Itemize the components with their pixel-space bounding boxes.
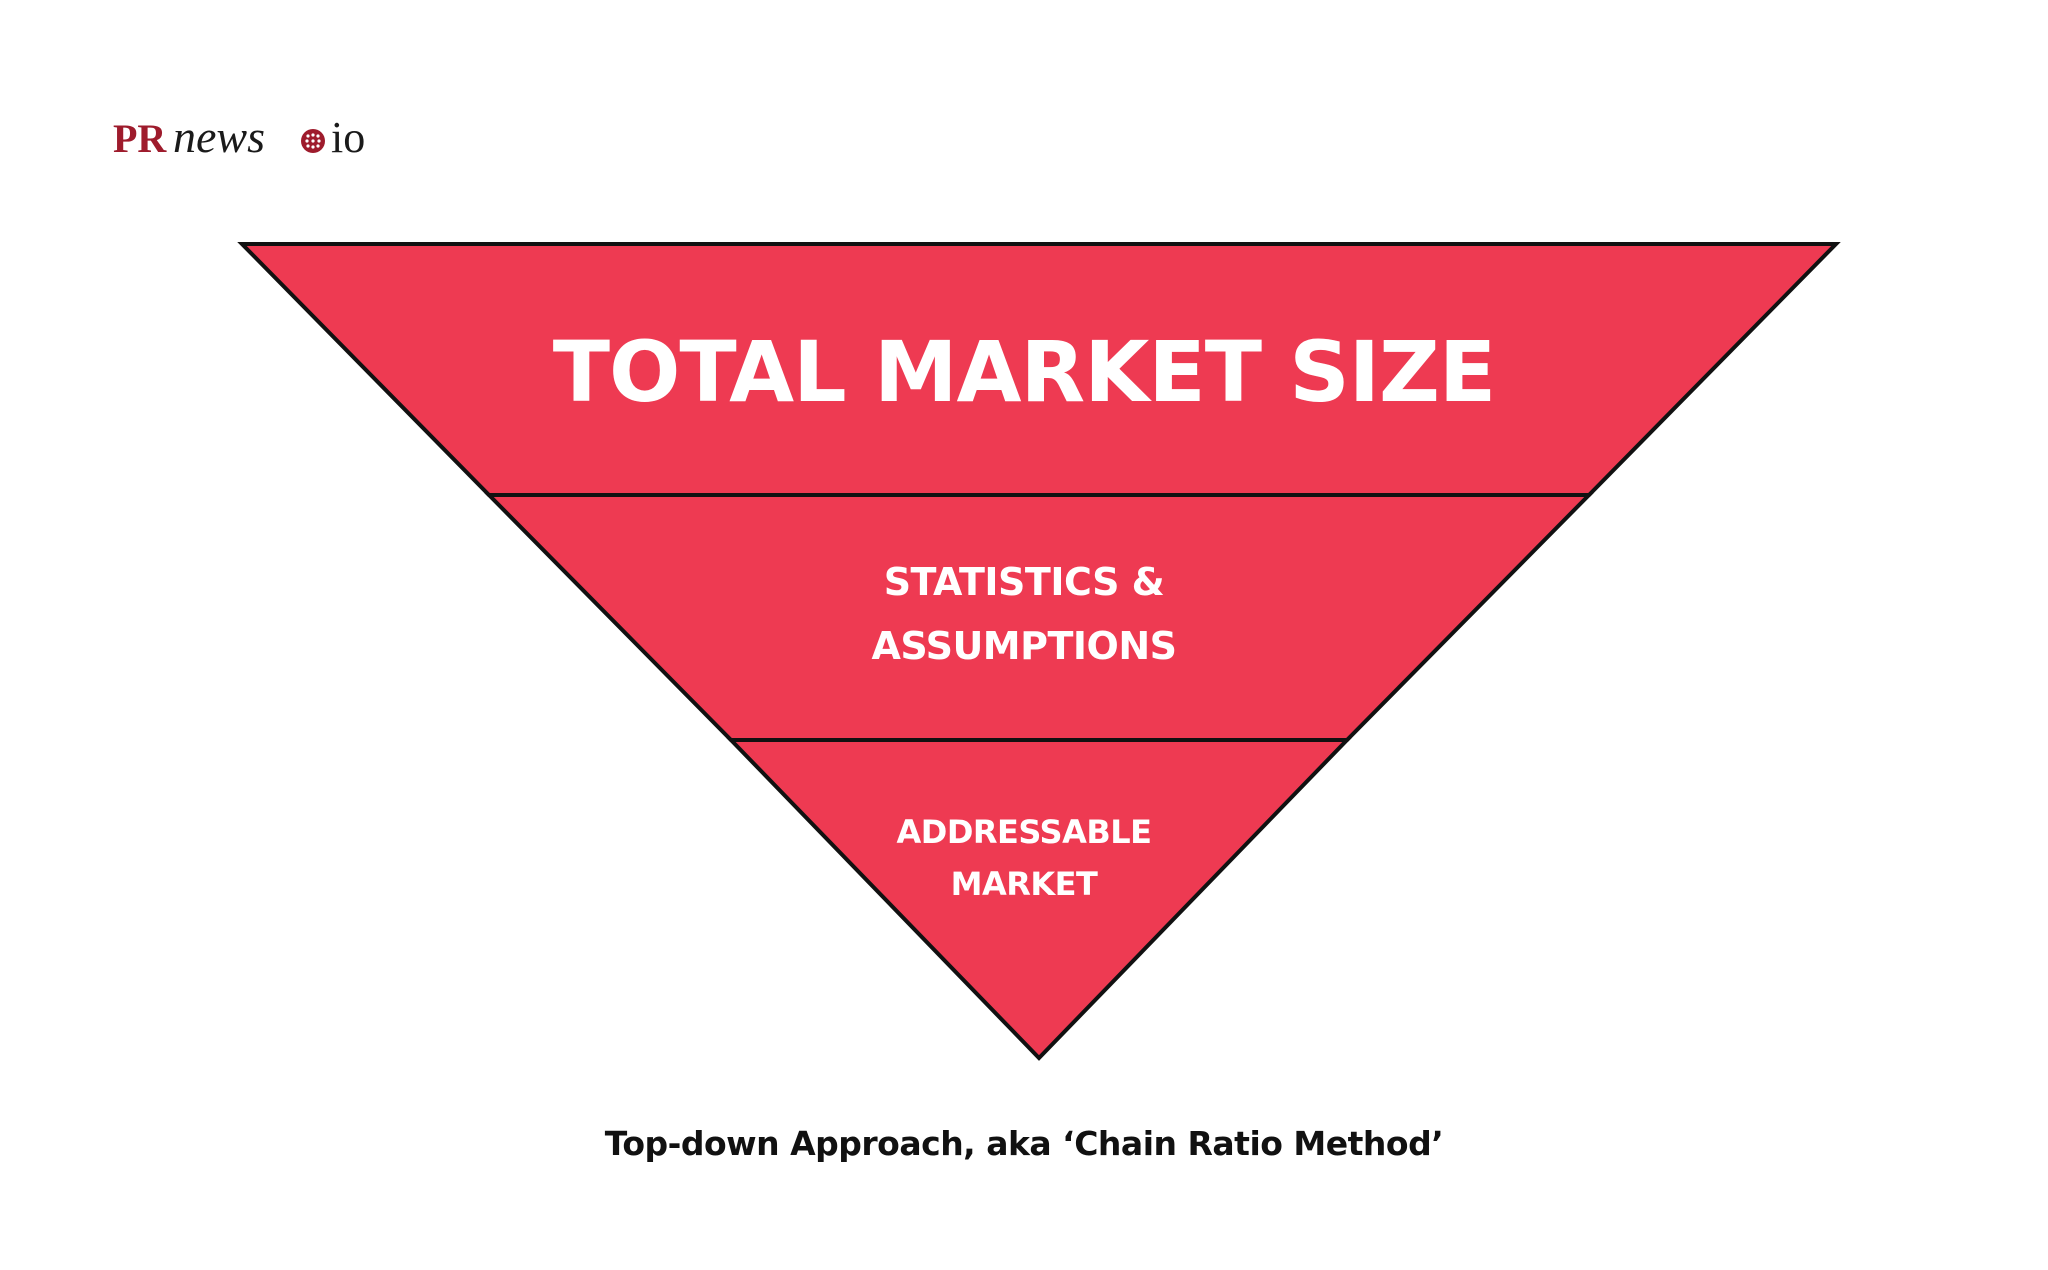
funnel-tier-bottom — [726, 738, 1352, 1061]
tier-3-line-1: ADDRESSABLE — [896, 813, 1152, 851]
tier-2-line-1: STATISTICS & — [883, 560, 1165, 604]
tier-1-line-1: TOTAL MARKET SIZE — [552, 323, 1497, 421]
logo-pr-text: PR — [113, 116, 167, 161]
logo-dot-icon — [301, 129, 325, 153]
tier-label-addressable-market: ADDRESSABLE MARKET — [874, 806, 1174, 910]
diagram-caption: Top-down Approach, aka ‘Chain Ratio Meth… — [604, 1124, 1444, 1163]
logo-io-text: io — [331, 113, 365, 162]
prnews-logo: PR news io — [113, 111, 365, 162]
tier-label-statistics-assumptions: STATISTICS & ASSUMPTIONS — [824, 550, 1224, 678]
logo-news-text: news — [173, 111, 265, 162]
tier-label-total-market-size: TOTAL MARKET SIZE — [524, 322, 1524, 422]
tier-2-line-2: ASSUMPTIONS — [871, 624, 1178, 668]
tier-3-line-2: MARKET — [950, 865, 1098, 903]
